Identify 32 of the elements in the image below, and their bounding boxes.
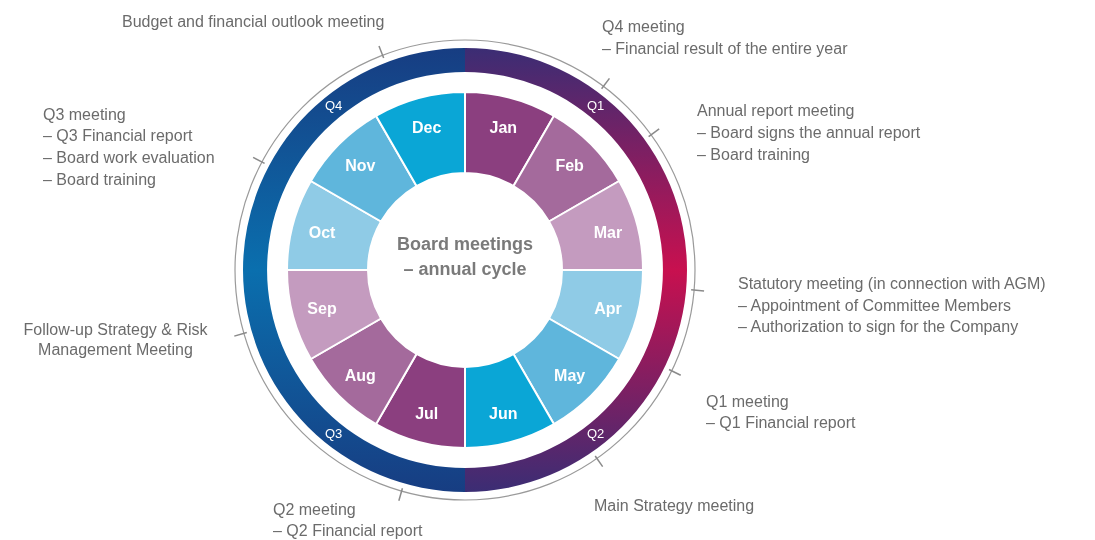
agenda-item: – Board work evaluation bbox=[43, 148, 215, 168]
agenda-item: – Financial result of the entire year bbox=[602, 39, 848, 59]
month-segment: Jun bbox=[464, 353, 555, 449]
month-segment: Apr bbox=[548, 269, 644, 360]
quarter-label: Q4 bbox=[325, 97, 343, 115]
agenda-item: – Q1 Financial report bbox=[706, 413, 856, 433]
agenda-item: – Authorization to sign for the Company bbox=[738, 317, 1019, 337]
agenda-item: – Board signs the annual report bbox=[697, 123, 921, 143]
month-segment: Sep bbox=[286, 269, 382, 360]
meeting-title: Q4 meeting bbox=[602, 17, 685, 37]
month-segment: Dec bbox=[375, 91, 466, 187]
quarter-label: Q2 bbox=[587, 425, 605, 443]
agenda-item: – Appointment of Committee Members bbox=[738, 296, 1011, 316]
meeting-title: Q3 meeting bbox=[43, 105, 126, 125]
meeting-title: Budget and financial outlook meeting bbox=[122, 12, 385, 32]
agenda-item: – Board training bbox=[697, 145, 810, 165]
meeting-title: Follow-up Strategy & Risk Management Meeting bbox=[22, 320, 209, 360]
meeting-title: Statutory meeting (in connection with AGM) bbox=[738, 274, 1046, 294]
meeting-title: Annual report meeting bbox=[697, 101, 855, 121]
center-title: Board meetings – annual cycle bbox=[395, 232, 535, 282]
month-segment: Mar bbox=[548, 180, 644, 271]
month-segment: Jul bbox=[375, 353, 466, 449]
meeting-title: Main Strategy meeting bbox=[594, 496, 755, 516]
meeting-title: Q1 meeting bbox=[706, 392, 789, 412]
agenda-item: – Q3 Financial report bbox=[43, 126, 193, 146]
quarter-label: Q1 bbox=[587, 97, 605, 115]
agenda-item: – Q2 Financial report bbox=[273, 521, 423, 540]
agenda-item: – Board training bbox=[43, 170, 156, 190]
month-segment: Jan bbox=[464, 91, 555, 187]
quarter-label: Q3 bbox=[325, 425, 343, 443]
meeting-title: Q2 meeting bbox=[273, 500, 356, 520]
month-segment: Oct bbox=[286, 180, 382, 271]
